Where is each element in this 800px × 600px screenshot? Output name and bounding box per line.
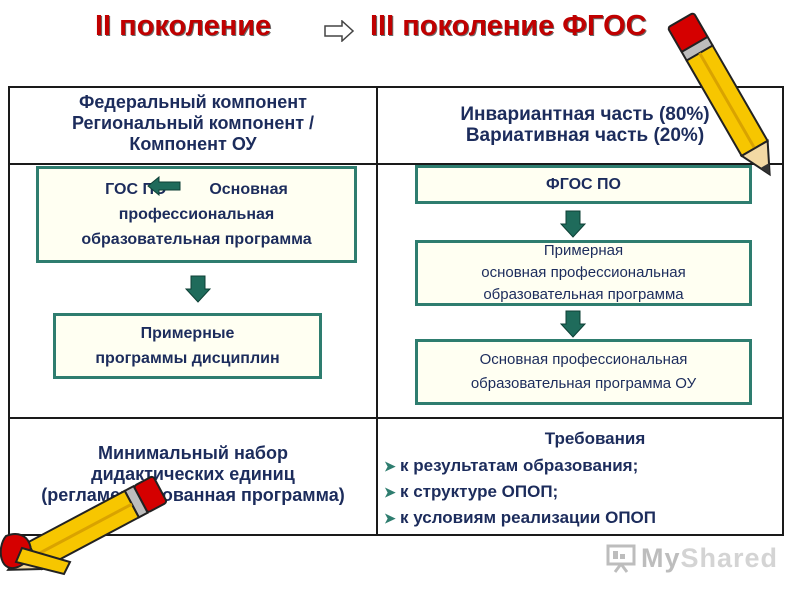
- requirement-text: к структуре ОПОП;: [400, 482, 559, 501]
- gos-po-box: ГОС ПО Основная профессиональная образов…: [36, 166, 357, 263]
- logo-text: MyShared: [641, 543, 778, 574]
- table-divider-bottom: [8, 417, 784, 419]
- title-left: II поколение: [95, 10, 272, 42]
- arrowhead-bullet-icon: ➤: [384, 458, 396, 474]
- main-ou-line: Основная профессиональная: [479, 351, 688, 368]
- list-item: ➤к условиям реализации ОПОП: [384, 505, 656, 531]
- arrowhead-bullet-icon: ➤: [384, 510, 396, 526]
- main-program-ou-box: Основная профессиональная образовательна…: [415, 339, 752, 405]
- header-left: Федеральный компонент Региональный компо…: [20, 92, 366, 155]
- fgos-po-label: ФГОС ПО: [546, 176, 621, 193]
- arrowhead-bullet-icon: ➤: [384, 484, 396, 500]
- sample-programs-line: Примерные: [140, 325, 235, 342]
- slide-title: II поколение III поколение ФГОС: [0, 8, 800, 48]
- pencil-icon: [667, 12, 771, 177]
- table-divider-header: [8, 163, 784, 165]
- down-arrow-icon: [185, 275, 211, 303]
- requirement-text: к условиям реализации ОПОП: [400, 508, 656, 527]
- table-divider-vertical: [376, 86, 378, 536]
- sample-programs-box: Примерные программы дисциплин: [53, 313, 322, 379]
- myshared-logo: MyShared: [605, 538, 785, 578]
- down-arrow-icon: [560, 210, 586, 238]
- sample-main-line: основная профессиональная: [481, 264, 686, 281]
- sample-programs-line: программы дисциплин: [95, 350, 280, 367]
- header-right-line: Инвариантная часть (80%): [460, 104, 710, 125]
- gos-po-line: профессиональная: [118, 206, 275, 223]
- requirement-text: к результатам образования;: [400, 456, 639, 475]
- header-right-line: Вариативная часть (20%): [465, 125, 705, 146]
- left-arrow-icon: [147, 176, 181, 196]
- projector-logo-icon: [606, 544, 636, 573]
- fgos-po-box: ФГОС ПО: [415, 165, 752, 204]
- minimal-set-line: дидактических единиц: [91, 464, 295, 484]
- title-right: III поколение ФГОС: [370, 10, 647, 42]
- minimal-set-line: Минимальный набор: [98, 443, 288, 463]
- down-arrow-icon: [560, 310, 586, 338]
- minimal-set-text: Минимальный набор дидактических единиц (…: [18, 443, 368, 506]
- list-item: ➤к результатам образования;: [384, 453, 656, 479]
- sample-main-line: Примерная: [543, 242, 624, 259]
- sample-main-line: образовательная программа: [483, 286, 684, 303]
- right-arrow-icon: [324, 20, 354, 42]
- header-left-line: Региональный компонент /: [71, 113, 315, 133]
- requirements-list: ➤к результатам образования; ➤к структуре…: [384, 453, 656, 531]
- requirements-title: Требования: [544, 429, 646, 448]
- list-item: ➤к структуре ОПОП;: [384, 479, 656, 505]
- main-program-label: Основная: [209, 181, 288, 198]
- header-right: Инвариантная часть (80%) Вариативная час…: [390, 104, 780, 146]
- logo-text-rest: Shared: [680, 542, 779, 573]
- header-left-line: Федеральный компонент: [79, 92, 307, 112]
- comparison-table: [8, 86, 784, 536]
- pencil-icon: [0, 475, 168, 576]
- header-left-line: Компонент ОУ: [129, 134, 257, 154]
- main-ou-line: образовательная программа ОУ: [470, 375, 697, 392]
- logo-text-my: My: [641, 542, 681, 573]
- gos-po-line: образовательная программа: [81, 231, 312, 248]
- sample-main-program-box: Примерная основная профессиональная обра…: [415, 240, 752, 306]
